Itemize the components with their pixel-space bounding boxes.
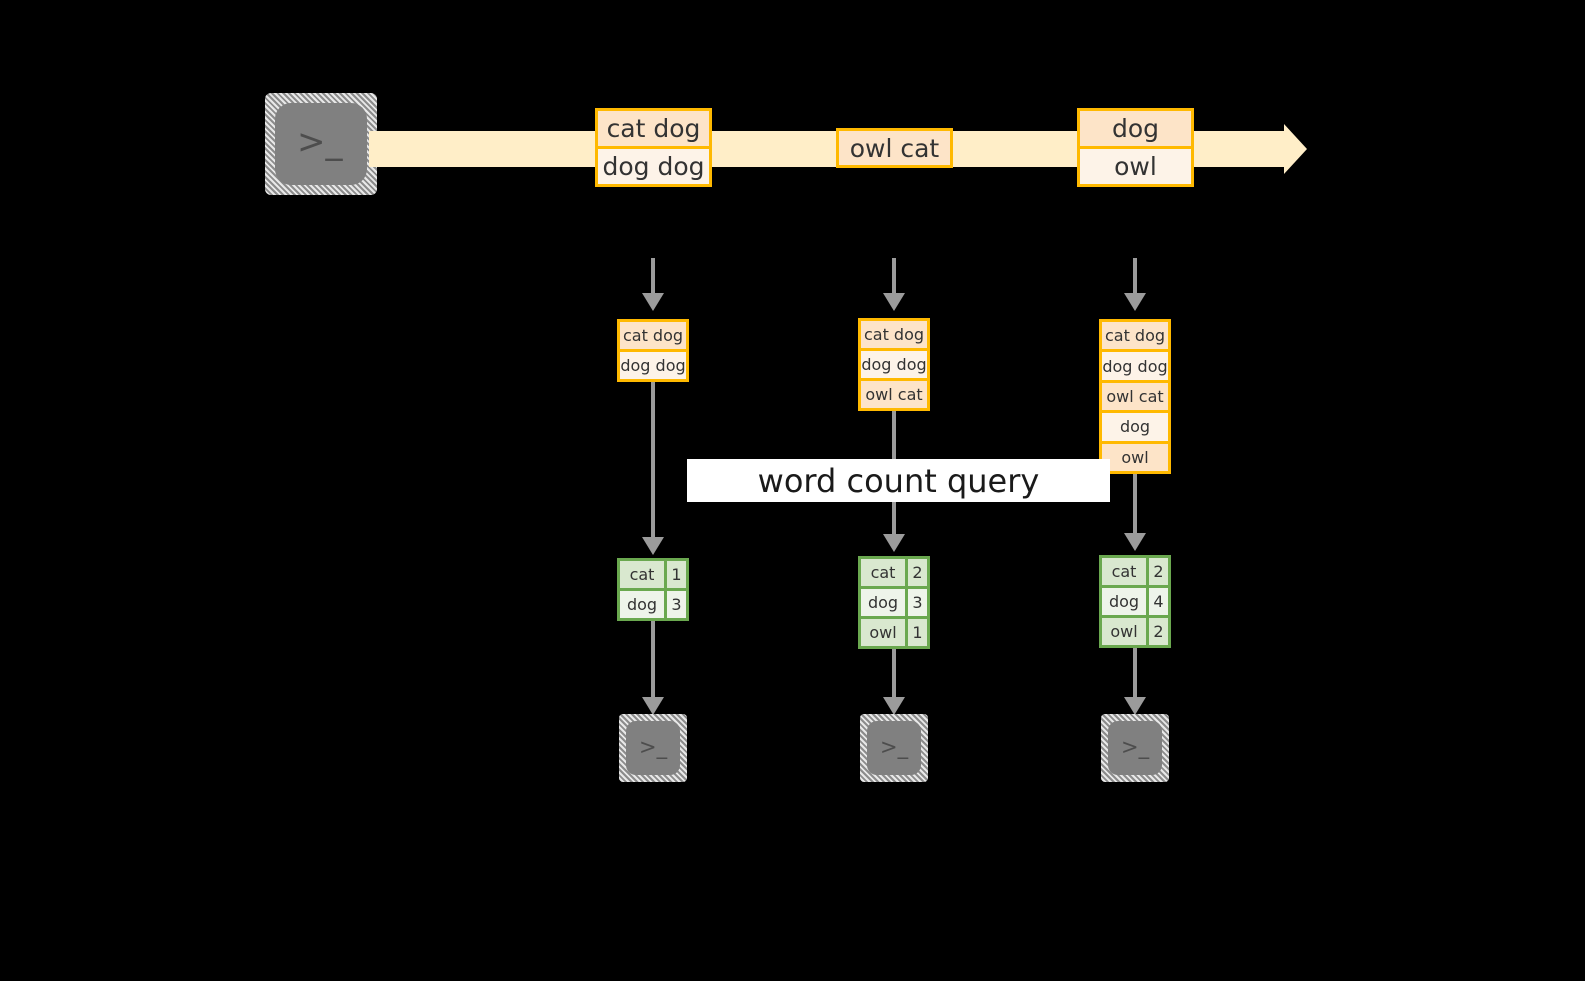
query-connector-1 [651,382,655,538]
sink-connector-2 [892,649,896,698]
result-table-2: cat 2 dog 3 owl 1 [858,556,930,649]
stream-record: owl [1080,146,1191,184]
result-table-1: cat 1 dog 3 [617,558,689,621]
sink-terminal-icon-2: >_ [860,714,928,782]
table-row: dog 3 [861,586,927,616]
result-word: dog [1102,588,1146,615]
result-word: dog [861,589,905,616]
result-count: 4 [1146,588,1168,615]
table-row: cat 1 [620,561,686,588]
terminal-prompt-glyph: >_ [297,122,343,162]
query-connector-arrowhead-1 [642,537,664,555]
terminal-prompt-glyph: >_ [639,735,668,759]
stream-group-3: dog owl [1077,108,1194,187]
batch-line: dog dog [861,348,927,378]
batch-trigger-dash-1 [651,258,655,294]
table-row: dog 4 [1102,585,1168,615]
batch-line: owl cat [861,378,927,408]
source-terminal-icon: >_ [265,93,377,195]
stream-record: dog [1080,111,1191,146]
result-word: cat [861,559,905,586]
result-word: owl [1102,618,1146,645]
terminal-prompt-glyph: >_ [880,735,909,759]
result-count: 3 [664,591,686,618]
result-word: owl [861,619,905,646]
terminal-face: >_ [626,721,680,775]
result-word: cat [620,561,664,588]
batch-box-1: cat dog dog dog [617,319,689,382]
table-row: owl 2 [1102,615,1168,645]
stream-group-1: cat dog dog dog [595,108,712,187]
batch-line: dog [1102,410,1168,441]
batch-line: dog dog [620,349,686,379]
stream-record: dog dog [598,146,709,184]
result-word: cat [1102,558,1146,585]
batch-line: owl cat [1102,379,1168,411]
sink-connector-1 [651,621,655,698]
stream-record: owl cat [839,131,950,165]
sink-connector-arrowhead-2 [883,697,905,715]
batch-box-2: cat dog dog dog owl cat [858,318,930,411]
sink-terminal-icon-3: >_ [1101,714,1169,782]
sink-connector-arrowhead-3 [1124,697,1146,715]
batch-line: cat dog [861,321,927,348]
table-row: dog 3 [620,588,686,618]
terminal-face: >_ [275,103,367,185]
result-count: 1 [905,619,927,646]
batch-trigger-dash-3 [1133,258,1137,294]
result-count: 1 [664,561,686,588]
table-row: cat 2 [861,559,927,586]
table-row: owl 1 [861,616,927,646]
result-count: 3 [905,589,927,616]
batch-line: cat dog [620,322,686,349]
batch-trigger-dash-2 [892,258,896,294]
terminal-prompt-glyph: >_ [1121,735,1150,759]
sink-connector-arrowhead-1 [642,697,664,715]
stream-group-2: owl cat [836,128,953,168]
batch-line: cat dog [1102,322,1168,350]
right-arrow-icon [1284,124,1307,174]
query-connector-arrowhead-2 [883,534,905,552]
sink-terminal-icon-1: >_ [619,714,687,782]
result-count: 2 [1146,558,1168,585]
batch-trigger-arrowhead-1 [642,293,664,311]
sink-connector-3 [1133,648,1137,698]
query-connector-arrowhead-3 [1124,533,1146,551]
batch-box-3: cat dog dog dog owl cat dog owl [1099,319,1171,474]
query-label: word count query [687,459,1110,502]
query-connector-3 [1133,474,1137,534]
batch-line: owl [1102,440,1168,472]
batch-line: dog dog [1102,349,1168,380]
batch-trigger-arrowhead-2 [883,293,905,311]
terminal-face: >_ [867,721,921,775]
batch-trigger-arrowhead-3 [1124,293,1146,311]
result-count: 2 [1146,618,1168,645]
result-count: 2 [905,559,927,586]
terminal-face: >_ [1108,721,1162,775]
stream-record: cat dog [598,111,709,146]
table-row: cat 2 [1102,558,1168,585]
result-word: dog [620,591,664,618]
result-table-3: cat 2 dog 4 owl 2 [1099,555,1171,648]
